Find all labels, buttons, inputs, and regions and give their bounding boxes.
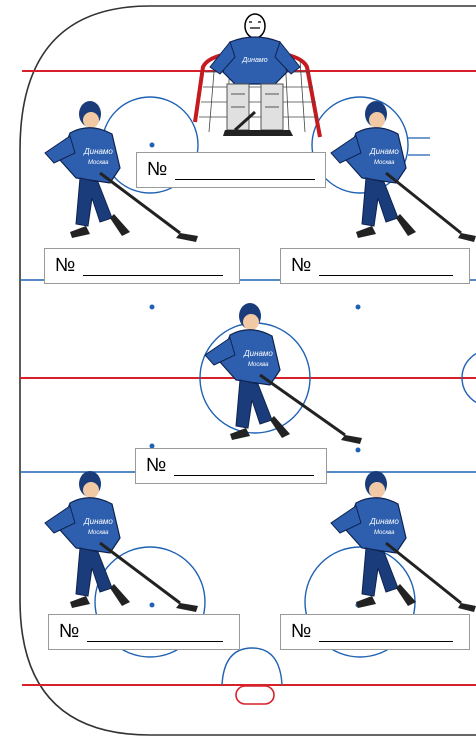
player-right-defender: Динамо Москва bbox=[326, 98, 476, 246]
svg-text:Москва: Москва bbox=[374, 160, 395, 166]
number-sign: № bbox=[291, 621, 311, 643]
player-left-wing: Динамо Москва bbox=[40, 468, 200, 616]
right-wing-number-label: № bbox=[280, 614, 470, 650]
goalie-figure: Динамо bbox=[195, 14, 320, 137]
svg-text:Москва: Москва bbox=[88, 160, 109, 166]
number-blank[interactable] bbox=[174, 457, 314, 476]
svg-text:Динамо: Динамо bbox=[83, 147, 113, 156]
number-blank[interactable] bbox=[319, 257, 453, 276]
number-blank[interactable] bbox=[83, 257, 223, 276]
center-forward-number-label: № bbox=[135, 448, 327, 484]
number-sign: № bbox=[146, 455, 166, 477]
svg-text:Динамо: Динамо bbox=[369, 147, 399, 156]
svg-text:Динамо: Динамо bbox=[83, 517, 113, 526]
number-sign: № bbox=[147, 159, 167, 181]
number-sign: № bbox=[291, 255, 311, 277]
svg-text:Динамо: Динамо bbox=[369, 517, 399, 526]
skater-figure: Динамо Москва bbox=[331, 101, 476, 242]
number-blank[interactable] bbox=[175, 161, 315, 180]
goal-net-bottom bbox=[236, 686, 274, 704]
player-center-forward: Динамо Москва bbox=[200, 300, 365, 450]
right-defender-number-label: № bbox=[280, 248, 470, 284]
svg-text:Москва: Москва bbox=[374, 530, 395, 536]
svg-text:Москва: Москва bbox=[88, 530, 109, 536]
skater-figure: Динамо Москва bbox=[331, 471, 476, 612]
player-right-wing: Динамо Москва bbox=[326, 468, 476, 616]
goal-crease-bottom bbox=[222, 648, 282, 685]
number-sign: № bbox=[59, 621, 79, 643]
number-blank[interactable] bbox=[319, 623, 453, 642]
skater-figure: Динамо Москва bbox=[45, 471, 198, 612]
goalie-number-label: № bbox=[136, 152, 326, 188]
skater-figure: Динамо Москва bbox=[205, 303, 362, 444]
left-wing-number-label: № bbox=[48, 614, 240, 650]
left-defender-number-label: № bbox=[44, 248, 240, 284]
svg-text:Динамо: Динамо bbox=[241, 57, 267, 64]
svg-text:Москва: Москва bbox=[248, 362, 269, 368]
svg-text:Динамо: Динамо bbox=[243, 349, 273, 358]
faceoff-dot bbox=[150, 305, 155, 310]
number-sign: № bbox=[55, 255, 75, 277]
number-blank[interactable] bbox=[87, 623, 223, 642]
